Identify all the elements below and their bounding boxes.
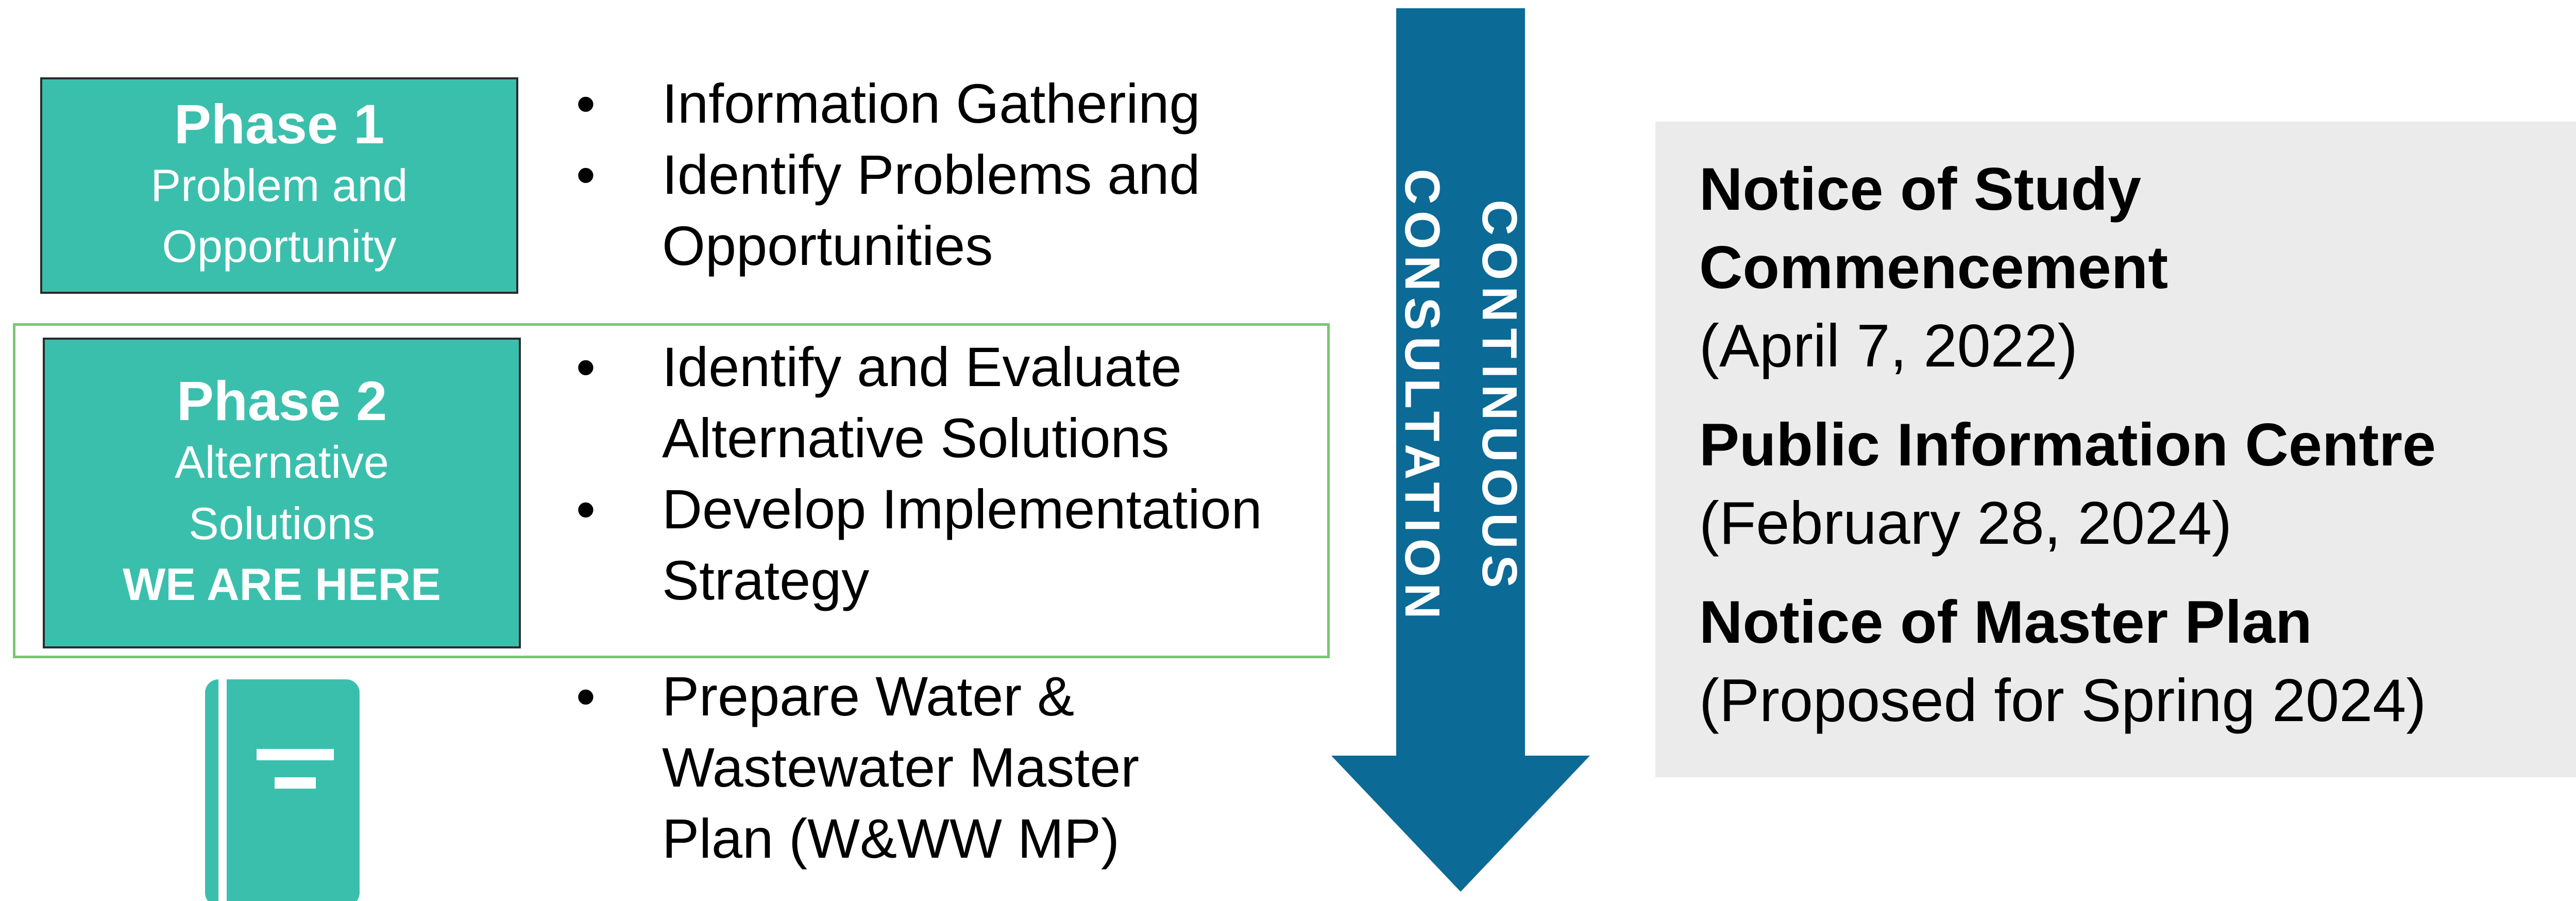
phase-2-tasks: • Identify and Evaluate Alternative Solu… bbox=[576, 331, 1332, 616]
bullet-icon: • bbox=[576, 665, 596, 727]
task-line: Prepare Water & bbox=[662, 665, 1075, 727]
notice-item: Notice of Master Plan (Proposed for Spri… bbox=[1699, 583, 2576, 740]
task-line: Wastewater Master bbox=[662, 736, 1140, 798]
document-icon bbox=[205, 679, 360, 901]
master-plan-tasks: • Prepare Water & Wastewater Master Plan… bbox=[576, 661, 1332, 874]
task-line: Identify and Evaluate bbox=[662, 336, 1182, 398]
notices-panel: Notice of Study Commencement (April 7, 2… bbox=[1655, 122, 2576, 777]
bullet-icon: • bbox=[576, 336, 596, 398]
phase-2-subtitle-line-2: Solutions bbox=[188, 497, 375, 549]
notice-title: Commencement bbox=[1699, 233, 2168, 301]
task-line: Identify Problems and bbox=[662, 143, 1200, 206]
task-line: Information Gathering bbox=[662, 72, 1200, 135]
phase-1-box: Phase 1 Problem and Opportunity bbox=[40, 77, 518, 294]
task-line: Develop Implementation bbox=[662, 478, 1262, 540]
task-item: • Identify and Evaluate Alternative Solu… bbox=[576, 331, 1332, 474]
bullet-icon: • bbox=[576, 72, 596, 135]
notice-date: (Proposed for Spring 2024) bbox=[1699, 666, 2427, 734]
bullet-icon: • bbox=[576, 143, 596, 206]
bullet-icon: • bbox=[576, 478, 596, 540]
phase-1-subtitle-line-2: Opportunity bbox=[162, 221, 397, 272]
current-phase-highlight bbox=[13, 323, 1330, 658]
notice-title: Notice of Study bbox=[1699, 155, 2142, 223]
consultation-label-line-1: CONTINUOUS bbox=[1472, 199, 1527, 594]
notice-date: (April 7, 2022) bbox=[1699, 312, 2078, 379]
task-item: • Identify Problems and Opportunities bbox=[576, 139, 1332, 281]
phase-1-subtitle-line-1: Problem and bbox=[150, 159, 408, 211]
phase-1-tasks: • Information Gathering • Identify Probl… bbox=[576, 68, 1332, 281]
notice-title: Notice of Master Plan bbox=[1699, 588, 2312, 656]
notice-item: Notice of Study Commencement (April 7, 2… bbox=[1699, 150, 2576, 385]
consultation-label: CONTINUOUS CONSULTATION bbox=[1383, 169, 1538, 625]
task-line: Strategy bbox=[662, 549, 870, 611]
consultation-label-line-2: CONSULTATION bbox=[1395, 169, 1450, 625]
phase-1-title: Phase 1 bbox=[174, 92, 385, 155]
current-phase-marker: WE ARE HERE bbox=[123, 559, 441, 610]
phase-2-title: Phase 2 bbox=[176, 369, 387, 432]
phase-2-subtitle-line-1: Alternative bbox=[175, 436, 389, 488]
task-line: Plan (W&WW MP) bbox=[662, 807, 1120, 870]
task-item: • Information Gathering bbox=[576, 68, 1332, 139]
task-line: Opportunities bbox=[662, 214, 993, 277]
consultation-arrow bbox=[1331, 8, 1590, 892]
notice-item: Public Information Centre (February 28, … bbox=[1699, 406, 2576, 562]
task-line: Alternative Solutions bbox=[662, 407, 1170, 469]
notice-date: (February 28, 2024) bbox=[1699, 489, 2232, 557]
task-item: • Prepare Water & Wastewater Master Plan… bbox=[576, 661, 1332, 874]
notice-title: Public Information Centre bbox=[1699, 411, 2436, 478]
phase-2-box: Phase 2 Alternative Solutions WE ARE HER… bbox=[43, 338, 521, 648]
task-item: • Develop Implementation Strategy bbox=[576, 474, 1332, 616]
